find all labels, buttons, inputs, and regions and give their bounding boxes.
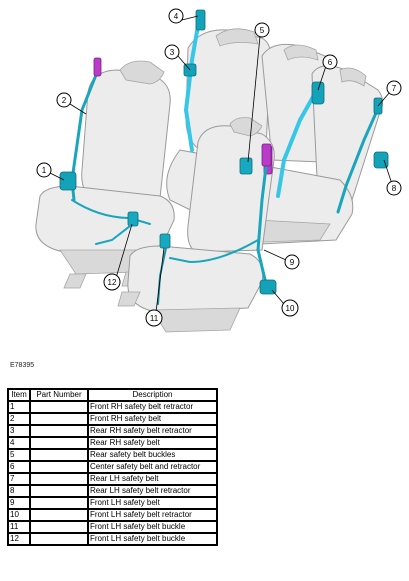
cell-description: Rear RH safety belt retractor <box>87 424 218 438</box>
cell-description: Front LH safety belt buckle <box>87 532 218 546</box>
table-row: 5 Rear safety belt buckles <box>7 448 218 462</box>
front-lh-anchor <box>261 143 272 167</box>
cell-description: Front RH safety belt <box>87 412 218 426</box>
table-row: 4 Rear RH safety belt <box>7 436 218 450</box>
cell-item: 6 <box>7 460 31 474</box>
cell-item: 3 <box>7 424 31 438</box>
header-item: Item <box>7 388 31 402</box>
cell-item: 10 <box>7 508 31 522</box>
callout-8: 8 <box>386 180 402 196</box>
cell-description: Front RH safety belt retractor <box>87 400 218 414</box>
table-row: 2 Front RH safety belt <box>7 412 218 426</box>
belts <box>59 9 389 305</box>
callout-7: 7 <box>386 80 402 96</box>
anchor-icon <box>93 57 102 77</box>
cell-item: 7 <box>7 472 31 486</box>
callout-6: 6 <box>322 54 338 70</box>
front-lh-seat <box>117 117 275 333</box>
table-row: 11 Front LH safety belt buckle <box>7 520 218 534</box>
cell-item: 4 <box>7 436 31 450</box>
parts-table-body: 1 Front RH safety belt retractor 2 Front RH… <box>7 400 218 546</box>
cell-part-number <box>29 532 89 546</box>
cell-item: 1 <box>7 400 31 414</box>
svg-text:10: 10 <box>286 304 295 313</box>
svg-text:6: 6 <box>328 58 333 67</box>
svg-text:3: 3 <box>170 48 175 57</box>
cell-item: 12 <box>7 532 31 546</box>
table-row: 12 Front LH safety belt buckle <box>7 532 218 546</box>
svg-text:5: 5 <box>260 26 265 35</box>
cell-description: Front LH safety belt buckle <box>87 520 218 534</box>
figure-code: E78395 <box>10 362 35 369</box>
cell-description: Rear safety belt buckles <box>87 448 218 462</box>
cell-part-number <box>29 436 89 450</box>
cell-item: 9 <box>7 496 31 510</box>
cell-part-number <box>29 412 89 426</box>
table-row: 3 Rear RH safety belt retractor <box>7 424 218 438</box>
svg-text:2: 2 <box>62 96 67 105</box>
cell-part-number <box>29 424 89 438</box>
cell-part-number <box>29 400 89 414</box>
header-part-number: Part Number <box>29 388 89 402</box>
svg-text:1: 1 <box>42 166 47 175</box>
cell-description: Rear LH safety belt <box>87 472 218 486</box>
callout-5: 5 <box>254 22 270 38</box>
cell-part-number <box>29 448 89 462</box>
cell-item: 8 <box>7 484 31 498</box>
callout-10: 10 <box>281 299 299 317</box>
front-rh-retractor <box>59 171 77 191</box>
cell-description: Front LH safety belt retractor <box>87 508 218 522</box>
table-row: 9 Front LH safety belt <box>7 496 218 510</box>
seat-belt-diagram: 1 2 3 4 5 6 7 8 9 10 11 12 <box>35 8 402 333</box>
leader-lines <box>47 15 393 313</box>
header-description: Description <box>87 388 218 402</box>
center-retractor <box>311 81 325 105</box>
cell-part-number <box>29 484 89 498</box>
callouts: 1 2 3 4 5 6 7 8 9 10 11 12 <box>36 8 402 327</box>
cell-description: Rear LH safety belt retractor <box>87 484 218 498</box>
svg-text:9: 9 <box>290 258 295 267</box>
table-row: 6 Center safety belt and retractor <box>7 460 218 474</box>
cell-part-number <box>29 472 89 486</box>
svg-text:12: 12 <box>108 278 117 287</box>
callout-9: 9 <box>284 254 300 270</box>
table-row: 7 Rear LH safety belt <box>7 472 218 486</box>
rear-lh-retractor <box>373 151 389 169</box>
cell-description: Front LH safety belt <box>87 496 218 510</box>
cell-part-number <box>29 508 89 522</box>
front-rh-buckle <box>127 211 139 227</box>
callout-12: 12 <box>103 273 121 291</box>
table-row: 1 Front RH safety belt retractor <box>7 400 218 414</box>
cell-part-number <box>29 460 89 474</box>
table-row: 8 Rear LH safety belt retractor <box>7 484 218 498</box>
svg-text:7: 7 <box>392 84 397 93</box>
callout-1: 1 <box>36 162 52 178</box>
table-header-row: Item Part Number Description <box>7 388 218 402</box>
cell-item: 11 <box>7 520 31 534</box>
front-lh-buckle <box>159 233 171 249</box>
svg-text:4: 4 <box>174 12 179 21</box>
rear-buckles <box>239 157 253 175</box>
svg-text:11: 11 <box>150 314 159 323</box>
cell-part-number <box>29 520 89 534</box>
cell-item: 2 <box>7 412 31 426</box>
rear-rh-belt-top <box>195 9 206 31</box>
cell-description: Center safety belt and retractor <box>87 460 218 474</box>
table-row: 10 Front LH safety belt retractor <box>7 508 218 522</box>
callout-11: 11 <box>145 309 163 327</box>
cell-part-number <box>29 496 89 510</box>
cell-description: Rear RH safety belt <box>87 436 218 450</box>
cell-item: 5 <box>7 448 31 462</box>
front-rh-seat <box>35 60 175 289</box>
callout-4: 4 <box>168 8 184 24</box>
callout-3: 3 <box>164 44 180 60</box>
callout-2: 2 <box>56 92 72 108</box>
svg-text:8: 8 <box>392 184 397 193</box>
